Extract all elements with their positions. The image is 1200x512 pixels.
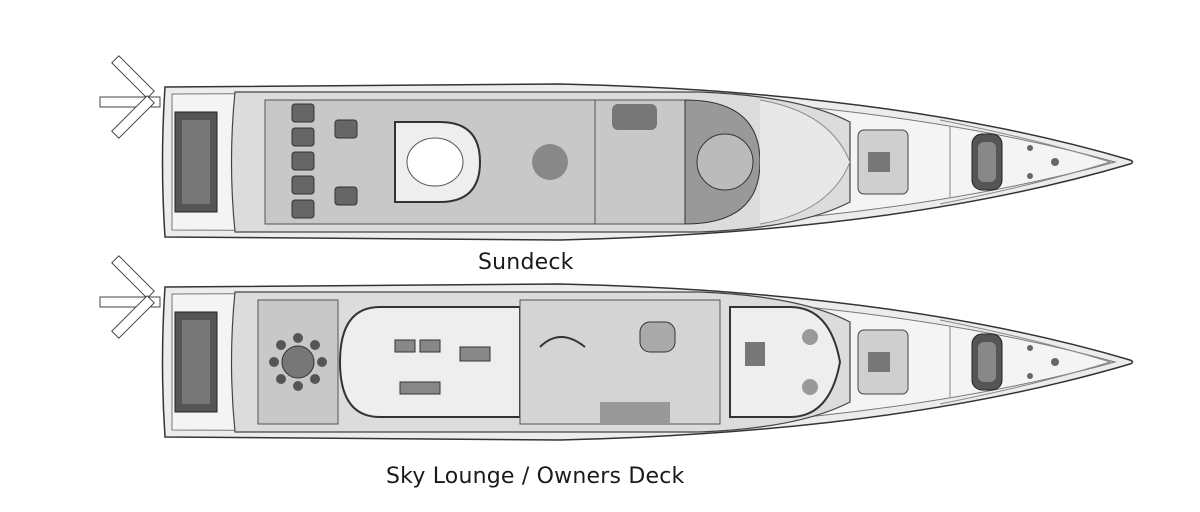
table <box>532 144 568 180</box>
dining-table <box>281 345 315 379</box>
sky-lounge-label: Sky Lounge / Owners Deck <box>386 464 685 489</box>
sun-loungers <box>291 103 358 219</box>
sky-lounge-plan <box>99 255 1134 441</box>
sundeck-label: Sundeck <box>478 250 574 275</box>
sundeck-plan <box>99 55 1134 241</box>
